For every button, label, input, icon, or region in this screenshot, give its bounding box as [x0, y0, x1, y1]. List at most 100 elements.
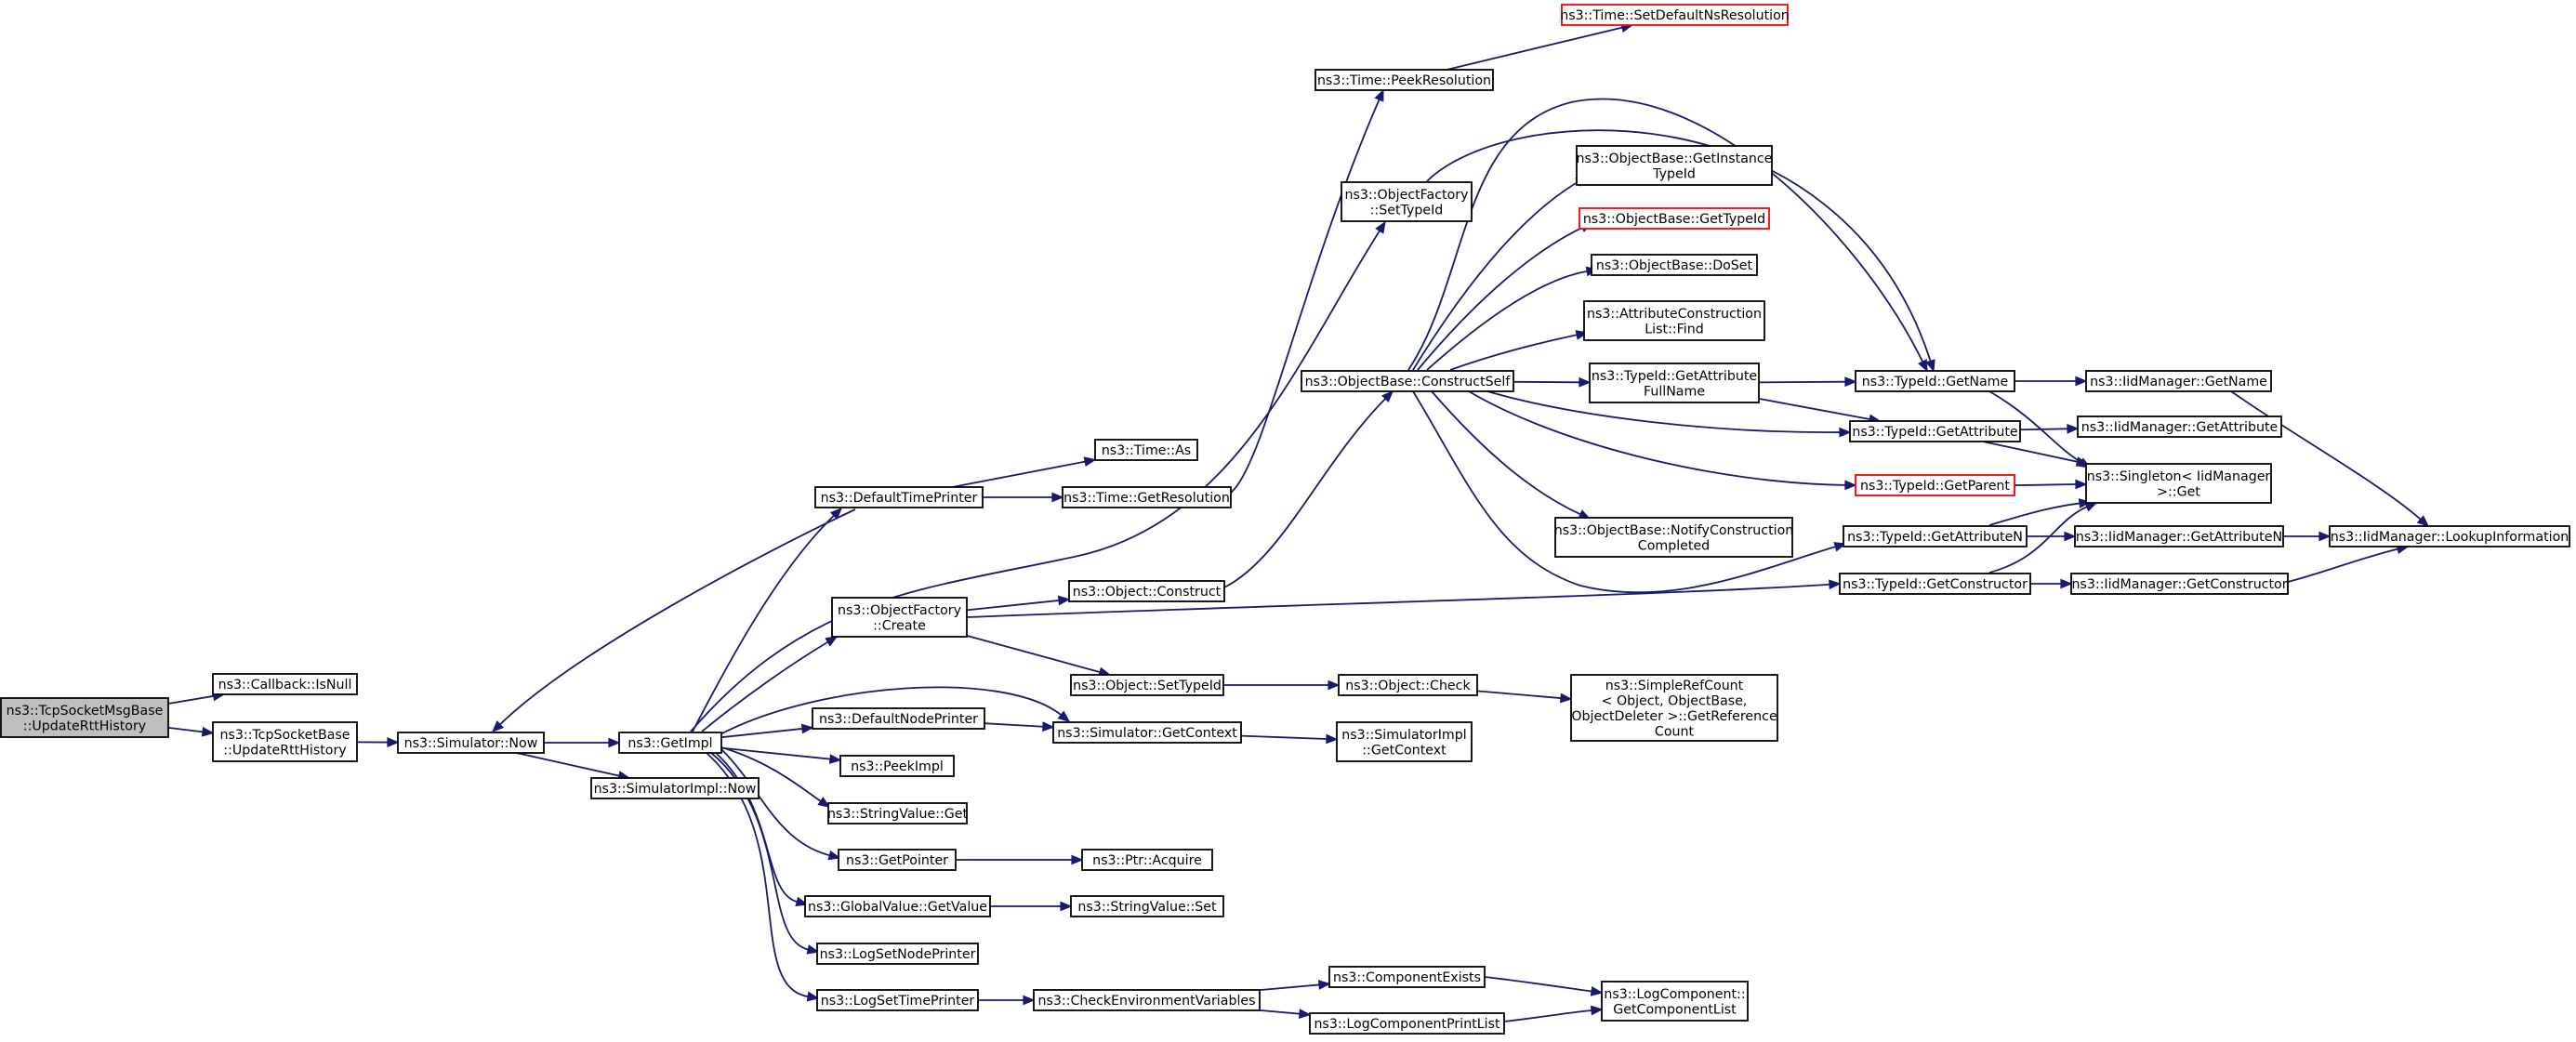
- node-component-exists[interactable]: ns3::ComponentExists: [1328, 966, 1486, 988]
- node-logsetnodeprinter[interactable]: ns3::LogSetNodePrinter: [816, 943, 979, 965]
- node-label: ns3::IidManager::GetAttributeN: [2076, 530, 2282, 545]
- node-label: ns3::Object::Check: [1345, 679, 1471, 693]
- node-objbase-gettypeid[interactable]: ns3::ObjectBase::GetTypeId: [1579, 207, 1770, 230]
- node-box: [1855, 474, 2015, 496]
- node-ptr-acquire[interactable]: ns3::Ptr::Acquire: [1081, 849, 1213, 871]
- node-simplerefcount-getrefcount[interactable]: ns3::SimpleRefCount< Object, ObjectBase,…: [1570, 674, 1778, 742]
- node-label: ns3::Callback::IsNull: [218, 678, 352, 692]
- node-label: ns3::TcpSocketMsgBase: [7, 704, 164, 719]
- node-typeid-getconstructor[interactable]: ns3::TypeId::GetConstructor: [1839, 573, 2031, 595]
- node-time-peekresolution[interactable]: ns3::Time::PeekResolution: [1314, 69, 1494, 91]
- edge-objbase_constructself-to-typeid_getname: [1407, 98, 1928, 373]
- edge-line: [1417, 226, 1583, 371]
- node-peekimpl[interactable]: ns3::PeekImpl: [839, 755, 955, 777]
- node-logsettimeprinter[interactable]: ns3::LogSetTimePrinter: [816, 989, 979, 1011]
- node-sim-now[interactable]: ns3::Simulator::Now: [397, 732, 545, 754]
- node-stringvalue-get[interactable]: ns3::StringValue::Get: [827, 802, 969, 824]
- arrowhead: [2416, 515, 2430, 528]
- node-box: [1839, 573, 2031, 595]
- node-label: ns3::SimulatorImpl: [1341, 728, 1466, 743]
- node-objbase-notifyconstructioncompleted[interactable]: ns3::ObjectBase::NotifyConstructionCompl…: [1554, 517, 1794, 558]
- edge-objfactory_create-to-object_settypeid: [966, 634, 1112, 678]
- node-object-check[interactable]: ns3::Object::Check: [1338, 674, 1478, 696]
- edge-typeid_getattributen-to-iidmanager_getattributen: [2027, 531, 2077, 542]
- node-time-as[interactable]: ns3::Time::As: [1094, 439, 1198, 461]
- edge-objbase_constructself-to-typeid_getparent: [1468, 390, 1857, 491]
- edge-default_node_printer-to-sim_getcontext: [984, 721, 1055, 732]
- node-typeid-getparent[interactable]: ns3::TypeId::GetParent: [1855, 474, 2015, 496]
- edge-getimpl-to-objfactory_create: [701, 636, 839, 732]
- node-logcomponent-printlist[interactable]: ns3::LogComponentPrintList: [1309, 1012, 1505, 1035]
- node-objfactory-create[interactable]: ns3::ObjectFactory::Create: [831, 597, 968, 638]
- edge-line: [1503, 1009, 1592, 1022]
- edge-logcomponent_printlist-to-logcomponent_getcomponentlist: [1503, 1005, 1604, 1022]
- node-default-node-printer[interactable]: ns3::DefaultNodePrinter: [812, 707, 985, 730]
- node-iidmanager-lookupinformation[interactable]: ns3::IidManager::LookupInformation: [2329, 525, 2570, 547]
- edge-sim_getcontext-to-simimpl_getcontext: [1240, 733, 1339, 745]
- arrowhead: [1023, 995, 1036, 1006]
- arrowhead: [491, 720, 505, 733]
- node-label: ns3::Time::As: [1102, 443, 1191, 458]
- node-iidmanager-getconstructor[interactable]: ns3::IidManager::GetConstructor: [2070, 573, 2289, 595]
- node-label: ns3::DefaultNodePrinter: [819, 712, 978, 727]
- node-label: ns3::IidManager::GetName: [2090, 375, 2267, 389]
- node-box: [1570, 674, 1778, 742]
- arrowhead: [825, 636, 839, 647]
- node-default-time-printer[interactable]: ns3::DefaultTimePrinter: [814, 486, 984, 508]
- node-simimpl-now[interactable]: ns3::SimulatorImpl::Now: [590, 777, 760, 799]
- node-box: [1301, 370, 1514, 392]
- arrowhead: [1559, 692, 1573, 704]
- node-objbase-constructself[interactable]: ns3::ObjectBase::ConstructSelf: [1301, 370, 1514, 392]
- edge-line: [720, 746, 822, 802]
- node-iidmanager-getattributen[interactable]: ns3::IidManager::GetAttributeN: [2074, 525, 2284, 547]
- node-label: ns3::ObjectBase::GetTypeId: [1583, 212, 1765, 227]
- node-check-env[interactable]: ns3::CheckEnvironmentVariables: [1033, 989, 1261, 1011]
- edge-line: [984, 722, 1044, 728]
- node-box: [1314, 69, 1494, 91]
- node-label: ns3::GetPointer: [846, 853, 948, 868]
- node-root[interactable]: ns3::TcpSocketMsgBase::UpdateRttHistory: [0, 697, 169, 738]
- arrowhead: [1839, 427, 1852, 438]
- edge-line: [2014, 483, 2077, 486]
- node-globalvalue-getvalue[interactable]: ns3::GlobalValue::GetValue: [804, 895, 991, 917]
- node-box: [2074, 525, 2284, 547]
- node-getpointer[interactable]: ns3::GetPointer: [838, 849, 957, 871]
- node-getimpl[interactable]: ns3::GetImpl: [618, 732, 722, 754]
- node-logcomponent-getcomponentlist[interactable]: ns3::LogComponent::GetComponentList: [1601, 981, 1749, 1022]
- arrowhead: [806, 991, 820, 1002]
- node-objfactory-settypeid[interactable]: ns3::ObjectFactory::SetTypeId: [1341, 181, 1473, 222]
- node-typeid-getname[interactable]: ns3::TypeId::GetName: [1855, 370, 2015, 392]
- node-box: [397, 732, 545, 754]
- arrowhead: [1057, 710, 1071, 722]
- node-iidmanager-getattribute[interactable]: ns3::IidManager::GetAttribute: [2077, 415, 2282, 438]
- node-sim-getcontext[interactable]: ns3::Simulator::GetContext: [1052, 721, 1242, 744]
- edge-line: [1484, 976, 1592, 993]
- edge-objbase_constructself-to-objbase_notifyconstructioncompleted: [1431, 390, 1592, 520]
- node-object-settypeid[interactable]: ns3::Object::SetTypeId: [1070, 674, 1224, 696]
- node-box: [827, 802, 968, 824]
- node-time-setdefaultnsresolution[interactable]: ns3::Time::SetDefaultNsResolution: [1560, 4, 1790, 26]
- node-box: [1338, 674, 1478, 696]
- node-label: < Object, ObjectBase,: [1602, 693, 1748, 708]
- node-object-construct[interactable]: ns3::Object::Construct: [1068, 580, 1225, 602]
- node-singleton-get[interactable]: ns3::Singleton< IidManager>::Get: [2085, 463, 2272, 504]
- node-typeid-getattributen[interactable]: ns3::TypeId::GetAttributeN: [1843, 525, 2028, 547]
- arrowhead: [2318, 531, 2332, 542]
- node-cb-isnull[interactable]: ns3::Callback::IsNull: [212, 673, 358, 695]
- node-tsb-update[interactable]: ns3::TcpSocketBase::UpdateRttHistory: [212, 721, 358, 762]
- node-iidmanager-getname[interactable]: ns3::IidManager::GetName: [2085, 370, 2272, 392]
- node-objbase-doset[interactable]: ns3::ObjectBase::DoSet: [1591, 254, 1758, 276]
- node-box: [2077, 415, 2282, 438]
- node-box: [1579, 207, 1770, 230]
- node-label: ns3::ObjectFactory: [1345, 188, 1469, 203]
- edge-line: [1407, 98, 1923, 371]
- node-simimpl-getcontext[interactable]: ns3::SimulatorImpl::GetContext: [1336, 721, 1473, 762]
- node-typeid-getattribute[interactable]: ns3::TypeId::GetAttribute: [1849, 420, 2021, 442]
- edge-line: [1240, 734, 1328, 740]
- node-stringvalue-set[interactable]: ns3::StringValue::Set: [1070, 895, 1224, 917]
- edge-default_time_printer-to-time_getresolution: [983, 492, 1064, 503]
- node-time-getresolution[interactable]: ns3::Time::GetResolution: [1062, 486, 1232, 508]
